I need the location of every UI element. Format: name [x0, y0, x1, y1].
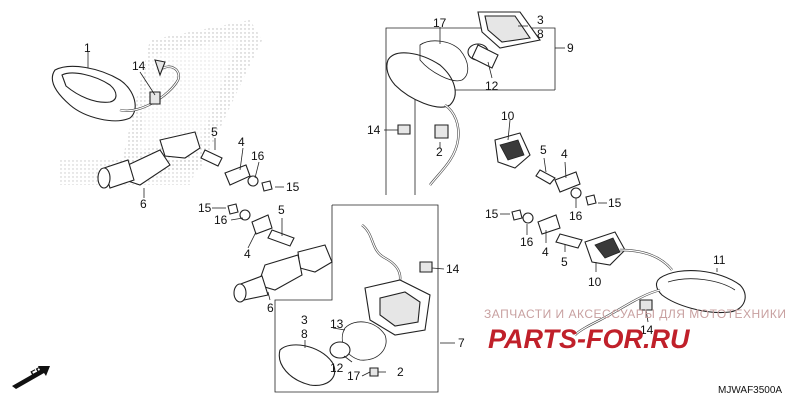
- watermark-logo: PARTS-FOR.RU: [488, 324, 691, 354]
- callout-8: 8: [301, 327, 308, 341]
- callout-12: 12: [330, 361, 344, 375]
- callout-16: 16: [251, 149, 265, 163]
- callout-15: 15: [485, 207, 499, 221]
- front-direction-arrow: FR.: [12, 363, 50, 389]
- watermark-text: ЗАПЧАСТИ И АКСЕССУАРЫ ДЛЯ МОТОТЕХНИКИ: [484, 307, 786, 321]
- diagram-code: MJWAF3500A: [718, 385, 782, 396]
- callout-16: 16: [214, 213, 228, 227]
- callout-4: 4: [238, 135, 245, 149]
- bulb-socket-set-right: [511, 209, 583, 249]
- callout-15: 15: [608, 196, 622, 210]
- callout-9: 9: [567, 41, 574, 55]
- winker-assembly-left-upper: [51, 59, 180, 122]
- winker-mount-right-upper: [494, 132, 597, 206]
- callout-16: 16: [520, 235, 534, 249]
- callout-6: 6: [140, 197, 147, 211]
- bulb-socket-set-2: [227, 203, 295, 247]
- callout-10: 10: [501, 109, 515, 123]
- callout-17: 17: [433, 16, 447, 30]
- callout-3: 3: [537, 13, 544, 27]
- callout-17: 17: [347, 369, 361, 383]
- bulb-socket-set-1: [200, 149, 273, 192]
- callout-12: 12: [485, 79, 499, 93]
- callout-14: 14: [132, 59, 146, 73]
- callout-16: 16: [569, 209, 583, 223]
- callout-15: 15: [286, 180, 300, 194]
- leader-lines: [87, 25, 718, 377]
- callout-14: 14: [640, 323, 654, 337]
- winker-assembly-right-lower: [574, 269, 746, 336]
- callout-14: 14: [367, 123, 381, 137]
- direction-label: FR.: [29, 363, 49, 380]
- callout-8: 8: [537, 27, 544, 41]
- callout-5: 5: [540, 143, 547, 157]
- callout-13: 13: [330, 317, 344, 331]
- winker-mount-left-upper: [97, 131, 201, 189]
- callout-14: 14: [446, 262, 460, 276]
- callout-5: 5: [278, 203, 285, 217]
- callout-2: 2: [397, 365, 404, 379]
- arrow-icon: [12, 366, 50, 389]
- box-bottom-center: [274, 204, 439, 393]
- callout-1: 1: [84, 41, 91, 55]
- winker-mount-right-lower: [584, 231, 673, 271]
- callout-5: 5: [211, 125, 218, 139]
- winker-mount-left-lower: [233, 244, 333, 303]
- callout-5: 5: [561, 255, 568, 269]
- callout-6: 6: [267, 301, 274, 315]
- callout-15: 15: [198, 201, 212, 215]
- callout-2: 2: [436, 145, 443, 159]
- callout-3: 3: [301, 313, 308, 327]
- callout-4: 4: [244, 247, 251, 261]
- callout-11: 11: [713, 253, 726, 267]
- winker-lens-top-right: [386, 11, 541, 186]
- callout-10: 10: [588, 275, 602, 289]
- callout-4: 4: [542, 245, 549, 259]
- callout-4: 4: [561, 147, 568, 161]
- site-watermark: ЗАПЧАСТИ И АКСЕССУАРЫ ДЛЯ МОТОТЕХНИКИ PA…: [484, 307, 786, 354]
- winker-assembly-bottom-center: [278, 224, 433, 386]
- callout-7: 7: [458, 336, 465, 350]
- callout-labels: 1 14 5 4 16 15 6 15 16 5 4 6 17 3 8 9 12…: [84, 13, 726, 383]
